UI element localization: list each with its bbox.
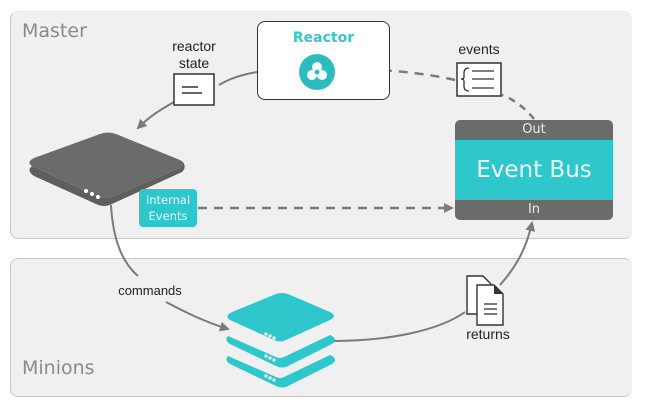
internal-events-badge: Internal Events — [139, 189, 197, 227]
event-bus-title: Event Bus — [455, 140, 613, 200]
events-json-icon — [456, 62, 502, 97]
minions-panel-title: Minions — [22, 357, 95, 379]
internal-events-line2: Events — [148, 209, 188, 223]
minions-panel — [10, 258, 632, 397]
reactor-state-label-line1: reactor — [172, 38, 216, 54]
master-panel-title: Master — [22, 20, 87, 42]
reactor-state-label: reactor state — [164, 38, 224, 72]
minions-to-returns-line — [332, 311, 466, 342]
returns-documents-icon — [466, 275, 504, 326]
reactor-box: Reactor — [257, 21, 390, 100]
event-bus-out-label: Out — [522, 122, 546, 137]
reactor-state-label-line2: state — [178, 55, 210, 71]
minions-server-stack-icon — [226, 293, 335, 388]
commands-label: commands — [118, 283, 182, 298]
event-bus-in-label: In — [527, 202, 541, 217]
reactor-title: Reactor — [292, 30, 355, 46]
eventbus-to-events-dashed — [501, 93, 535, 120]
master-server-icon — [29, 132, 185, 206]
commands-to-minions-arrow — [165, 301, 230, 332]
returns-to-eventbus-arrow — [499, 221, 536, 286]
internal-events-line1: Internal — [145, 193, 191, 207]
reactor-state-document-icon — [173, 73, 215, 106]
state-to-master-arrow — [136, 101, 175, 130]
returns-label: returns — [466, 326, 510, 342]
master-to-commands-line — [110, 204, 139, 277]
events-label: events — [458, 41, 500, 57]
event-bus-box: Out Event Bus In — [455, 120, 613, 220]
reactor-trefoil-icon — [299, 54, 335, 90]
